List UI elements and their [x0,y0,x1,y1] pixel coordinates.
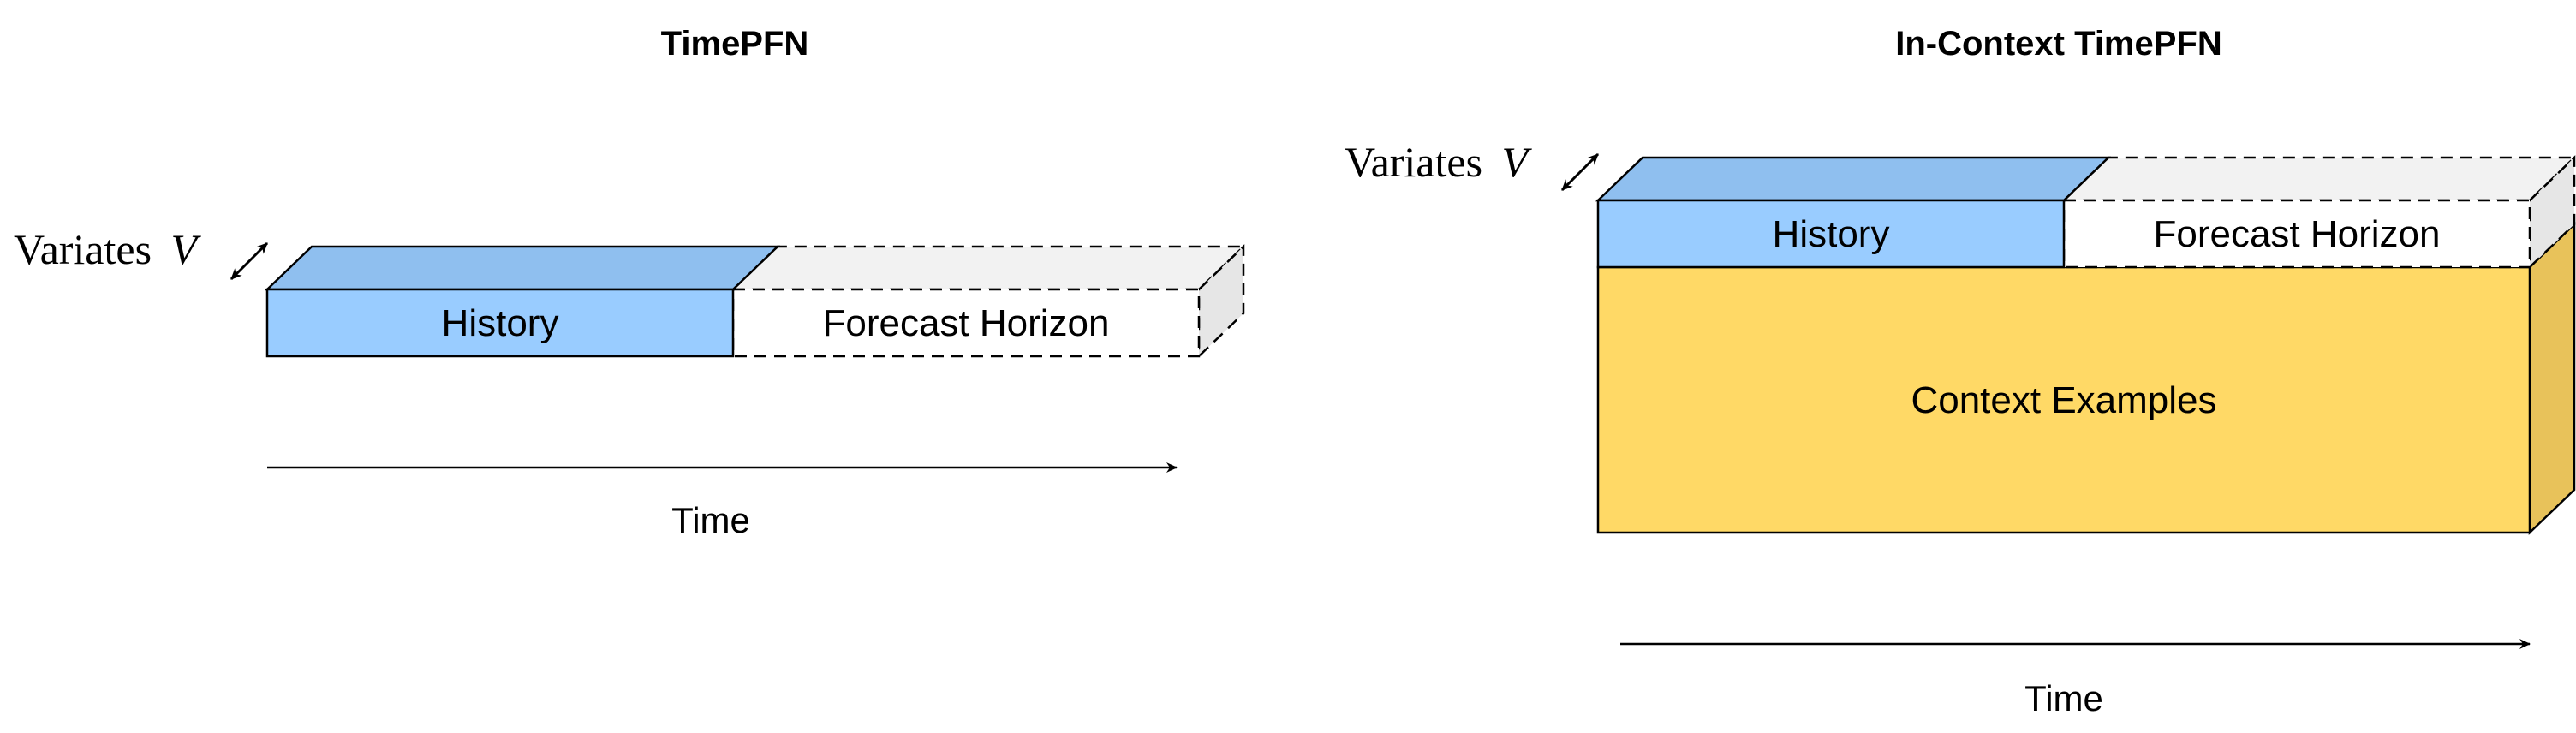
left-history-label: History [442,302,559,344]
right-history-label: History [1773,213,1890,255]
left-panel-title: TimePFN [661,25,809,63]
right-panel-title: In-Context TimePFN [1895,25,2222,63]
right-history-front-face [1596,199,2066,269]
left-horizon-front-face [731,288,1201,358]
left-horizon-side-face [1197,244,1245,359]
left-horizon-label: Forecast Horizon [822,302,1109,344]
right-horizon-top-face [2060,156,2576,202]
left-horizon-top-face [730,245,1247,291]
right-context-label: Context Examples [1911,379,2216,421]
left-panel: TimePFN Variates V History Forecast Hori… [14,25,1247,540]
right-horizon-side-face [2528,155,2576,270]
left-variates-label: Variates V [14,225,202,273]
right-history-top-face [1595,156,2112,202]
right-context-side-face [2528,222,2576,535]
right-time-label: Time [2024,678,2103,718]
right-context-front-face [1596,265,2531,534]
left-time-label: Time [671,500,750,540]
left-variates-double-arrow-icon [230,241,269,281]
right-horizon-front-face [2062,199,2531,269]
left-history-front-face [265,288,735,358]
right-horizon-label: Forecast Horizon [2153,213,2440,255]
right-variates-double-arrow-icon [1560,152,1600,192]
left-history-top-face [264,245,781,291]
right-variates-label: Variates V [1345,138,1533,186]
right-panel: In-Context TimePFN Variates V History Fo… [1345,25,2576,718]
